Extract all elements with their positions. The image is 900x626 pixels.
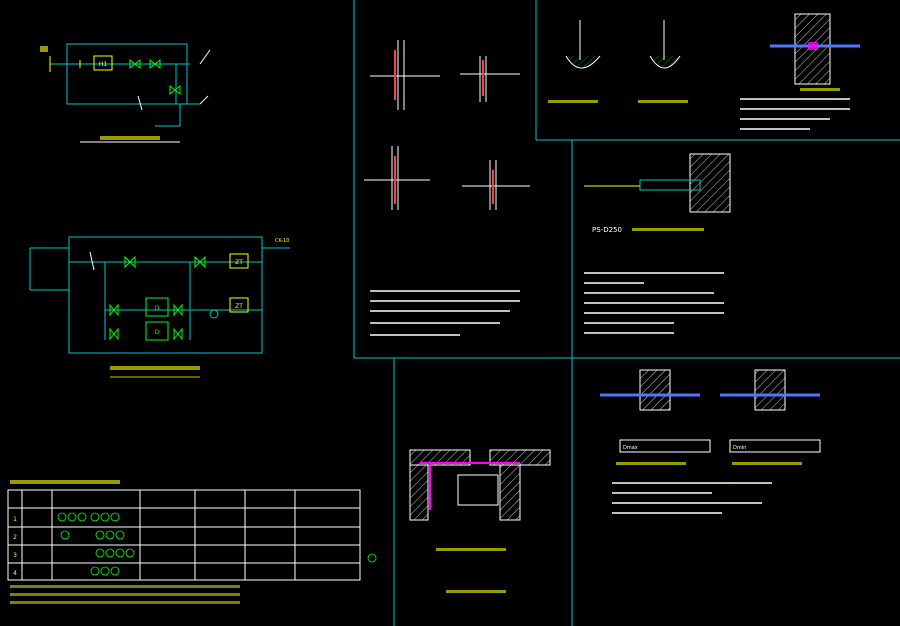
diagram-gas-meter-schematic-2: ZT ZT D D CK-10 [29,236,290,378]
table-row-1-index: 1 [13,516,17,523]
gas-meter-box [93,55,113,71]
detail-wall-sleeve-middle: PS-D250 [584,153,731,234]
regulator-box-1 [229,253,249,269]
detail-wall-sleeve-top-right [770,13,860,91]
table-row-2-index: 2 [13,534,17,541]
regulator-label-1: ZT [235,259,243,266]
dim-table-label-b: Dmin [733,445,746,451]
pressure-gauge-icon [209,309,219,319]
gate-valve-icon [109,255,206,341]
table-row-3-index: 3 [13,552,17,559]
detail-bottom-right: Dmax Dmin [600,369,821,465]
equipment-table: 1 2 3 4 [7,480,377,604]
sheet-borders [353,0,900,626]
gas-meter-label: H1 [99,61,108,68]
meter-box-2 [145,321,169,341]
table-row-4-index: 4 [13,570,17,577]
meter-label-1: D [155,305,160,312]
meter-label-2: D [155,329,160,336]
regulator-box-2 [229,297,249,313]
diagram-gas-meter-schematic-1: H1 [40,43,211,143]
wall-penetration-details [364,40,530,210]
outlet-label: CK-10 [275,238,289,244]
meter-box-1 [145,297,169,317]
ps-code-label: PS-D250 [592,226,622,234]
regulator-label-2: ZT [235,303,243,310]
detail-ground-penetration [548,20,688,103]
dim-table-label-a: Dmax [623,445,638,451]
detail-floor-penetration [409,449,551,593]
gate-valve-icon [129,58,181,96]
notes-text [370,98,850,514]
